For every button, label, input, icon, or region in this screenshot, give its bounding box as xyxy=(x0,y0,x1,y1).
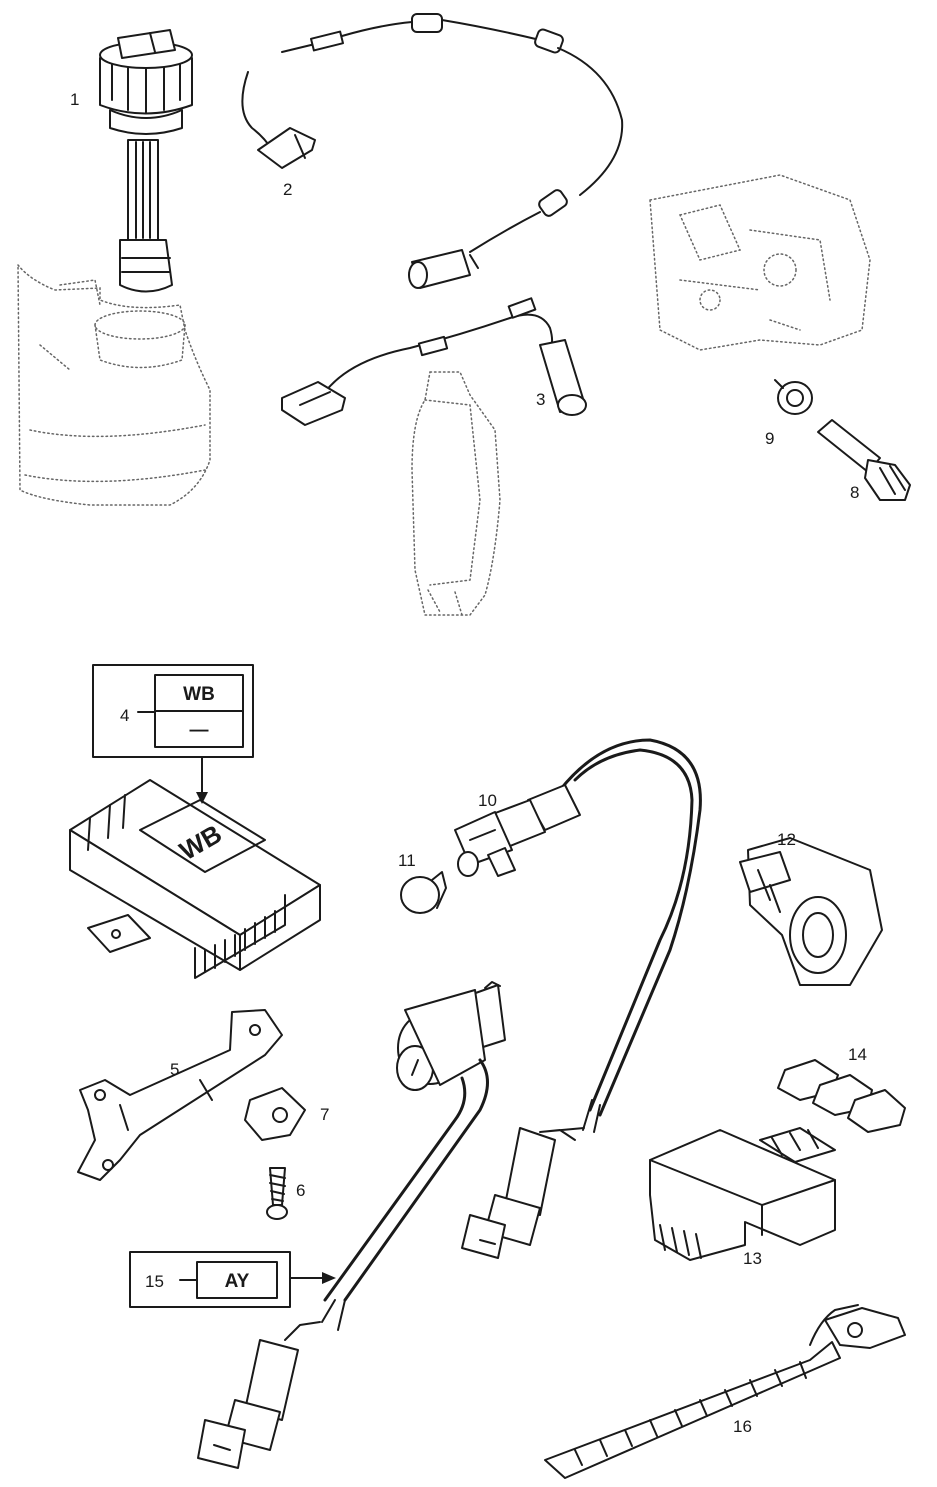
callout-2: 2 xyxy=(283,180,292,199)
arrow-4-icon xyxy=(196,792,208,804)
callout-15: 15 xyxy=(145,1272,164,1291)
callout-16: 16 xyxy=(733,1417,752,1436)
part-3-wear-sensor xyxy=(281,297,587,426)
label-box-4-code: WB xyxy=(183,684,215,705)
part-12-connector xyxy=(739,837,883,986)
wheel-sensor-harness xyxy=(197,981,506,1469)
label-box-15-code: AY xyxy=(225,1271,250,1292)
callout-13: 13 xyxy=(743,1249,762,1268)
callout-12: 12 xyxy=(777,830,796,849)
label-box-4-lower: — xyxy=(190,720,209,741)
reservoir-tank xyxy=(17,262,211,506)
callout-9: 9 xyxy=(765,429,774,448)
brake-pad xyxy=(411,371,501,616)
callout-14: 14 xyxy=(848,1045,867,1064)
part-10-speed-sensor xyxy=(454,738,702,1259)
callout-7: 7 xyxy=(320,1105,329,1124)
part-5-bracket xyxy=(77,1009,283,1181)
part-4-ecu-module: WB xyxy=(69,779,321,979)
part-16-cable-tie xyxy=(544,1304,906,1479)
callout-4: 4 xyxy=(120,706,129,725)
part-2-wear-sensor xyxy=(241,13,624,289)
part-9-grommet xyxy=(774,379,813,415)
label-box-15-frame xyxy=(129,1251,291,1308)
caliper-housing xyxy=(649,174,871,351)
label-box-4-frame xyxy=(92,664,254,758)
label-box-15: AY xyxy=(129,1251,336,1308)
part-7-clip-nut xyxy=(244,1087,306,1141)
callout-3: 3 xyxy=(536,390,545,409)
callout-6: 6 xyxy=(296,1181,305,1200)
arrow-15-icon xyxy=(322,1272,336,1284)
callout-1: 1 xyxy=(70,90,79,109)
part-14-terminal-clips xyxy=(777,1059,906,1133)
callout-10: 10 xyxy=(478,791,497,810)
part-11-plug xyxy=(400,871,447,914)
part-1-reservoir-cap xyxy=(99,29,193,293)
callout-11: 11 xyxy=(398,851,416,870)
callout-5: 5 xyxy=(170,1060,179,1079)
part-8-guide-pin xyxy=(817,419,911,501)
callout-8: 8 xyxy=(850,483,859,502)
label-box-4: WB — xyxy=(92,664,254,804)
part-13-distributor-block xyxy=(649,1127,836,1261)
part-6-screw xyxy=(266,1167,288,1220)
